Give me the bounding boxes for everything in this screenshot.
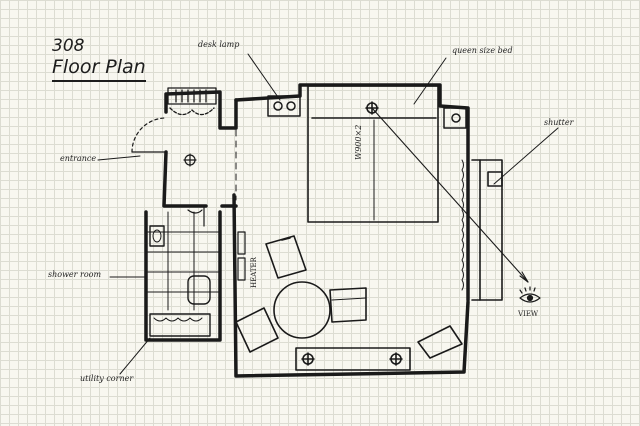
label-bed-size: W900×2 xyxy=(354,124,363,160)
heater xyxy=(237,231,246,281)
label-heater: HEATER xyxy=(250,257,258,288)
label-shower-room: shower room xyxy=(48,270,102,279)
armchairs xyxy=(235,235,463,359)
window-shutter xyxy=(461,159,503,301)
label-utility-corner: utility corner xyxy=(80,374,134,383)
label-queen-bed: queen size bed xyxy=(452,46,513,55)
label-desk-lamp: desk lamp xyxy=(198,40,240,49)
label-shutter: shutter xyxy=(544,118,574,127)
queen-bed xyxy=(307,85,439,223)
entrance-door xyxy=(131,117,167,153)
leader-lines xyxy=(97,53,559,375)
nightstands xyxy=(267,95,467,129)
desk xyxy=(295,347,411,371)
eye-icon xyxy=(519,286,541,303)
closet xyxy=(167,87,217,116)
entrance-light-fixture xyxy=(183,153,197,167)
label-view: VIEW xyxy=(518,310,539,318)
label-entrance: entrance xyxy=(60,154,97,163)
room-number: 308 xyxy=(52,36,85,56)
shower-room xyxy=(145,205,221,337)
page-title: Floor Plan xyxy=(52,56,146,82)
view-arrow xyxy=(371,107,529,283)
round-table xyxy=(273,281,331,339)
